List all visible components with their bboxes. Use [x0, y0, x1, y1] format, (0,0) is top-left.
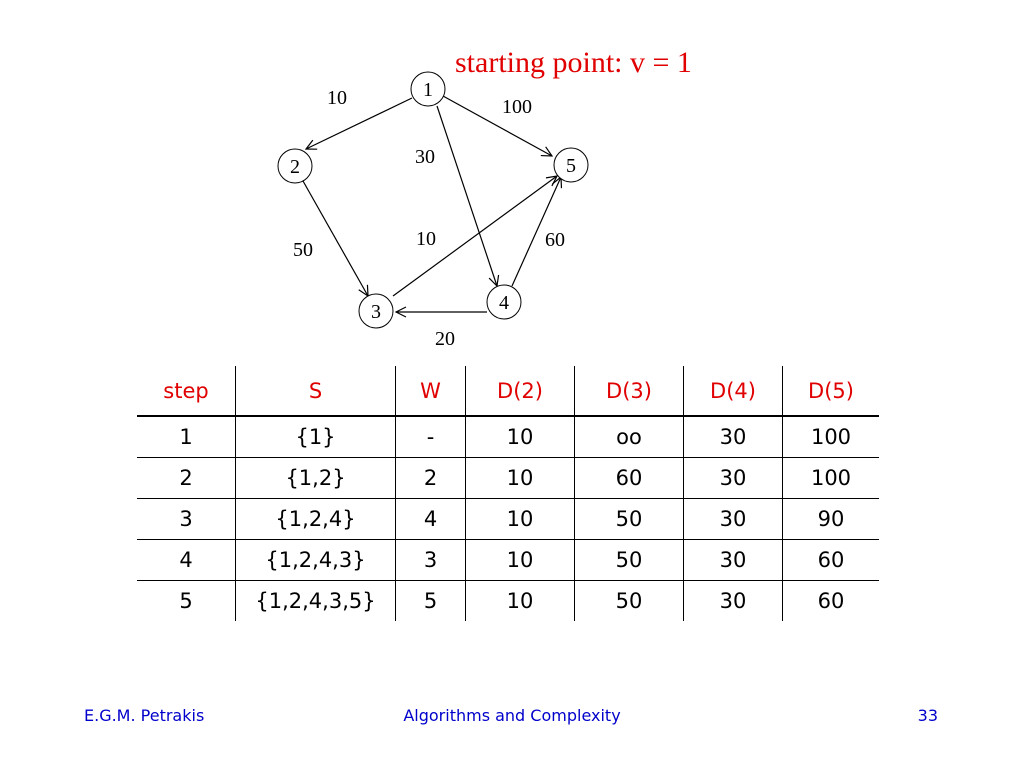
node-label: 4	[499, 292, 509, 314]
cell-d3: 50	[574, 580, 684, 621]
edge-weight-label: 10	[327, 87, 347, 109]
cell-w: -	[395, 416, 466, 458]
cell-d2: 10	[465, 457, 575, 499]
cell-d4: 30	[683, 539, 783, 581]
edge-1-4	[436, 105, 497, 286]
table-header-row: step S W D(2) D(3) D(4) D(5)	[137, 366, 879, 417]
edge-weight-label: 30	[415, 146, 435, 168]
table-row: 4 {1,2,4,3} 3 10 50 30 60	[137, 539, 879, 581]
graph-diagram: starting point: v = 1 10 100 30 50 10 60…	[277, 46, 692, 350]
edge-weight-label: 50	[293, 239, 313, 261]
node-label: 5	[566, 155, 576, 177]
header-w: W	[395, 366, 466, 417]
cell-d3: 50	[574, 498, 684, 540]
cell-d4: 30	[683, 457, 783, 499]
header-d4: D(4)	[683, 366, 783, 417]
cell-d5: 60	[782, 539, 879, 581]
cell-d3: 60	[574, 457, 684, 499]
edge-weight-label: 10	[416, 228, 436, 250]
cell-step: 4	[137, 539, 236, 581]
table-row: 5 {1,2,4,3,5} 5 10 50 30 60	[137, 580, 879, 621]
cell-d5: 90	[782, 498, 879, 540]
cell-d4: 30	[683, 416, 783, 458]
cell-d4: 30	[683, 580, 783, 621]
cell-d2: 10	[465, 580, 575, 621]
cell-d4: 30	[683, 498, 783, 540]
edge-weight-label: 60	[545, 229, 565, 251]
cell-w: 2	[395, 457, 466, 499]
graph-node-4: 4	[486, 284, 522, 320]
cell-d3: oo	[574, 416, 684, 458]
cell-s: {1,2,4,3,5}	[235, 580, 396, 621]
edge-4-5	[511, 177, 561, 287]
cell-s: {1,2,4}	[235, 498, 396, 540]
cell-d3: 50	[574, 539, 684, 581]
cell-w: 5	[395, 580, 466, 621]
cell-w: 4	[395, 498, 466, 540]
cell-step: 3	[137, 498, 236, 540]
cell-d5: 60	[782, 580, 879, 621]
footer-author: E.G.M. Petrakis	[84, 706, 205, 725]
table-row: 1 {1} - 10 oo 30 100	[137, 416, 879, 458]
cell-step: 2	[137, 457, 236, 499]
header-d2: D(2)	[465, 366, 575, 417]
cell-d2: 10	[465, 498, 575, 540]
cell-s: {1,2}	[235, 457, 396, 499]
cell-d2: 10	[465, 416, 575, 458]
table-row: 2 {1,2} 2 10 60 30 100	[137, 457, 879, 499]
cell-s: {1}	[235, 416, 396, 458]
footer-title: Algorithms and Complexity	[403, 706, 621, 725]
header-d3: D(3)	[574, 366, 684, 417]
cell-s: {1,2,4,3}	[235, 539, 396, 581]
edge-2-3	[302, 180, 368, 296]
edge-1-5	[442, 95, 552, 156]
node-label: 1	[423, 79, 433, 101]
cell-step: 5	[179, 589, 193, 613]
cell-step: 1	[137, 416, 236, 458]
edge-1-2	[306, 97, 413, 149]
cell-d2: 10	[465, 539, 575, 581]
slide-title: starting point: v = 1	[455, 46, 692, 79]
footer-page-number: 33	[917, 706, 938, 725]
edge-3-5	[392, 176, 557, 297]
cell-w: 3	[395, 539, 466, 581]
graph-node-2: 2	[277, 148, 313, 184]
node-label: 3	[371, 301, 381, 323]
distance-table: step S W D(2) D(3) D(4) D(5) 1 {1} - 10 …	[137, 366, 879, 621]
cell-d5: 100	[782, 457, 879, 499]
graph-node-3: 3	[358, 293, 394, 329]
header-step: step	[137, 366, 236, 417]
node-label: 2	[290, 156, 300, 178]
edge-weight-label: 20	[435, 328, 455, 350]
cell-d5: 100	[782, 416, 879, 458]
header-s: S	[235, 366, 396, 417]
graph-node-1: 1	[410, 71, 446, 107]
table-row: 3 {1,2,4} 4 10 50 30 90	[137, 498, 879, 540]
graph-node-5: 5	[553, 147, 589, 183]
edge-weight-label: 100	[502, 96, 532, 118]
header-d5: D(5)	[782, 366, 879, 417]
